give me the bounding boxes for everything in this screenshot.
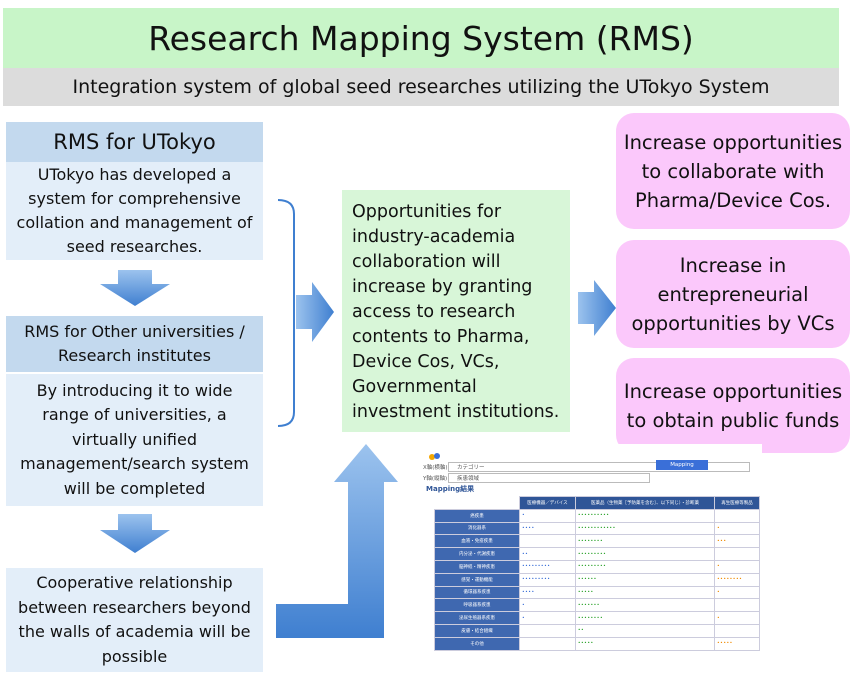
rms-other-body: By introducing it to wide range of unive… [6, 374, 263, 506]
mapping-result-label: Mapping結果 [426, 485, 475, 493]
table-row-header: 癌疾患 [434, 508, 520, 523]
table-row: 血液・免疫疾患••••••••••• [434, 534, 760, 549]
table-col-header: 医療機器／デバイス [519, 496, 576, 510]
x-axis-value: カテゴリー [457, 465, 485, 471]
cooperative-box: Cooperative relationship between researc… [6, 568, 263, 672]
down-arrow-2 [100, 514, 170, 553]
table-row: 消化器系••••••••••••••••• [434, 521, 760, 536]
table-row-header: 泌尿生殖器系疾患 [434, 611, 520, 625]
table-row-header: 皮膚・結合組織 [434, 623, 520, 638]
mapping-screenshot: X軸(横軸) カテゴリー Y軸(縦軸) 疾患領域 Mapping Mapping… [420, 444, 762, 676]
table-row: 呼吸器系疾患•••••••• [434, 598, 760, 613]
table-row: 皮膚・結合組織•• [434, 623, 760, 638]
outcome-vc-box: Increase in entrepreneurial opportunitie… [616, 240, 850, 348]
mapping-table: 医療機器／デバイス 医薬品（生物薬［予防薬を含む］、以下同じ）・診断薬 再生医療… [434, 496, 760, 651]
table-row: 癌疾患••••••••••• [434, 508, 760, 523]
right-arrow-outcomes [578, 280, 616, 336]
right-arrow-center [296, 282, 334, 342]
table-corner [434, 496, 520, 510]
table-header-row: 医療機器／デバイス 医薬品（生物薬［予防薬を含む］、以下同じ）・診断薬 再生医療… [434, 496, 760, 510]
table-col-header: 再生医療等製品 [714, 496, 760, 510]
table-row: その他•••••••••• [434, 636, 760, 651]
outcome-public-funds-box: Increase opportunities to obtain public … [616, 358, 850, 453]
table-col-header: 医薬品（生物薬［予防薬を含む］、以下同じ）・診断薬 [574, 496, 716, 510]
x-axis-select[interactable]: X軸(横軸) カテゴリー [423, 462, 750, 472]
page-title: Research Mapping System (RMS) [3, 8, 839, 68]
y-axis-select[interactable]: Y軸(縦軸) 疾患領域 [423, 473, 650, 483]
table-row: 泌尿生殖器系疾患•••••••••• [434, 611, 760, 625]
logo-icon [428, 448, 442, 460]
down-arrow-1 [100, 270, 170, 306]
mapping-button[interactable]: Mapping [656, 460, 708, 470]
elbow-arrow [276, 444, 398, 638]
table-row-header: 脳神経・精神疾患 [434, 559, 520, 574]
table-row-header: 循環器系疾患 [434, 585, 520, 600]
bracket [277, 199, 295, 427]
table-row: 内分泌・代謝疾患••••••••••• [434, 547, 760, 561]
rms-utokyo-body: UTokyo has developed a system for compre… [6, 162, 263, 260]
table-row: 脳神経・精神疾患••••••••••••••••••• [434, 559, 760, 574]
table-row-header: 消化器系 [434, 521, 520, 536]
table-row: 感覚・運動機能••••••••••••••••••••••• [434, 572, 760, 587]
y-axis-value: 疾患領域 [457, 476, 480, 482]
page-subtitle: Integration system of global seed resear… [3, 68, 839, 106]
table-row-header: 内分泌・代謝疾患 [434, 547, 520, 561]
table-row: 循環器系疾患•••••••••• [434, 585, 760, 600]
table-row-header: その他 [434, 636, 520, 651]
rms-other-heading: RMS for Other universities / Research in… [6, 316, 263, 372]
table-row-header: 感覚・運動機能 [434, 572, 520, 587]
table-row-header: 呼吸器系疾患 [434, 598, 520, 613]
center-opportunities-box: Opportunities for industry-academia coll… [342, 190, 570, 432]
outcome-pharma-box: Increase opportunities to collaborate wi… [616, 113, 850, 229]
y-axis-label: Y軸(縦軸) [423, 476, 448, 482]
rms-utokyo-heading: RMS for UTokyo [6, 122, 263, 162]
x-axis-label: X軸(横軸) [423, 465, 448, 471]
table-row-header: 血液・免疫疾患 [434, 534, 520, 549]
